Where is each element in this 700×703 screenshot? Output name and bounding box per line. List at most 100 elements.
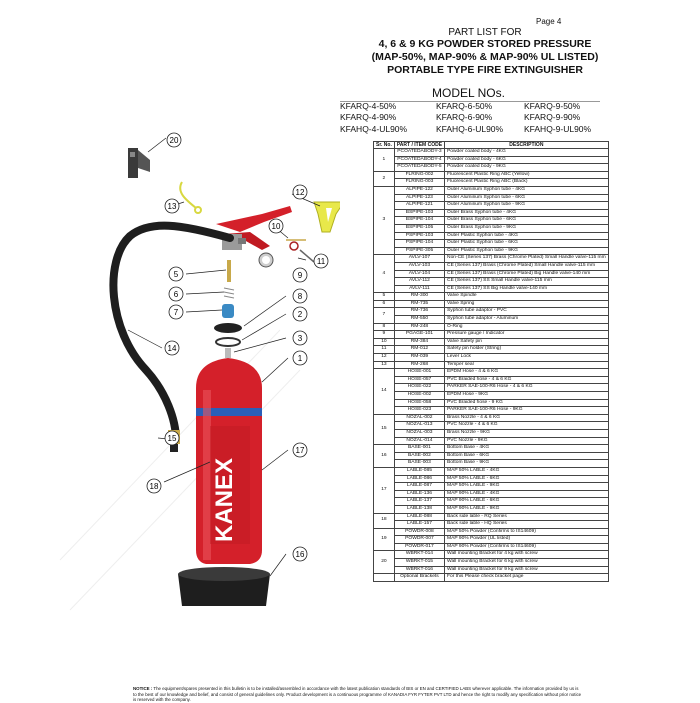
callout-7: 7 bbox=[168, 304, 184, 320]
item-code-cell: NOZAL-014 bbox=[393, 436, 446, 446]
fluorescent-ring-part bbox=[215, 337, 241, 347]
model-number: KFAHQ-6-UL90% bbox=[436, 123, 504, 134]
item-code-cell: LABLE-138 bbox=[393, 504, 446, 514]
description-cell: Outer Plastic Syphon tube - 9KG bbox=[444, 246, 609, 256]
item-code-cell: LABLE-086 bbox=[393, 474, 446, 484]
model-number: KFAHQ-9-UL90% bbox=[524, 123, 592, 134]
svg-text:5: 5 bbox=[174, 270, 179, 279]
page-title: PART LIST FOR 4, 6 & 9 KG POWDER STORED … bbox=[340, 27, 630, 77]
item-code-cell: PSPIPE-104 bbox=[393, 239, 446, 248]
callout-20: 20 bbox=[166, 132, 182, 148]
description-cell: Fluorescent Plastic Ring ABC (Yellow) bbox=[444, 170, 609, 180]
item-code-cell: LABLE-088 bbox=[393, 512, 446, 522]
item-code-cell: RM-550 bbox=[393, 315, 446, 324]
svg-text:17: 17 bbox=[296, 446, 305, 455]
item-code-cell: FLRING-003 bbox=[393, 178, 446, 187]
description-cell: Outer Brass Syphon tube - 6KG bbox=[444, 216, 609, 225]
description-cell: For this Please check bracket page bbox=[444, 573, 609, 582]
table-header-row: Sr. No. PART / ITEM CODE DESCRIPTION bbox=[373, 141, 609, 149]
sr-no-cell: 4 bbox=[373, 254, 395, 294]
description-cell: Brass Nozzle - 9KG bbox=[444, 428, 609, 438]
valve-spring-part bbox=[223, 287, 235, 299]
item-code-cell: NOZAL-013 bbox=[393, 421, 446, 430]
description-cell: MAP 90% LABLE - 4KG bbox=[444, 489, 609, 499]
description-cell: CE (Series 137) SS Big Handle valve-140 … bbox=[444, 284, 609, 294]
item-code-cell: WBRKT-015 bbox=[393, 558, 446, 567]
sr-no-cell: 10 bbox=[373, 337, 395, 347]
model-number: KFAHQ-4-UL90% bbox=[340, 123, 408, 134]
lever-lock-part bbox=[313, 201, 340, 233]
description-cell: MAP 90% Powder (Confirms to IS14609) bbox=[444, 542, 609, 552]
description-cell: Bottom Base - 6KG bbox=[444, 451, 609, 461]
sr-no-cell: 17 bbox=[373, 466, 395, 514]
item-code-cell: RM-736 bbox=[393, 307, 446, 317]
valve-head-part bbox=[216, 206, 292, 250]
item-code-cell: NOZAL-003 bbox=[393, 428, 446, 438]
item-code-cell: WBRKT-016 bbox=[393, 565, 446, 575]
description-cell: Outer Brass Syphon tube - 4KG bbox=[444, 208, 609, 218]
sr-no-cell: 12 bbox=[373, 353, 395, 362]
svg-text:14: 14 bbox=[168, 344, 177, 353]
hose-part bbox=[109, 221, 234, 444]
item-code-cell: HOSE-002 bbox=[393, 391, 446, 400]
callout-6: 6 bbox=[168, 286, 184, 302]
svg-text:7: 7 bbox=[174, 308, 179, 317]
description-cell: Wall mounting Bracket for 6 kg with scre… bbox=[444, 558, 609, 567]
item-code-cell: RM-384 bbox=[393, 337, 446, 347]
description-cell: Fluorescent Plastic Ring ABC (Black) bbox=[444, 178, 609, 187]
description-cell: Valve Spring bbox=[444, 299, 609, 309]
description-cell: Outer Aluminum Syphon tube - 6KG bbox=[444, 193, 609, 203]
sr-no-header: Sr. No. bbox=[373, 141, 395, 149]
description-cell: Outer Aluminum Syphon tube - 9KG bbox=[444, 201, 609, 210]
callout-10: 10 bbox=[268, 218, 284, 234]
description-cell: MAP 50% Powder (Confirms to IS14609) bbox=[444, 527, 609, 537]
o-ring-part bbox=[214, 323, 242, 333]
svg-text:1: 1 bbox=[298, 354, 303, 363]
description-cell: Back side lable - RQ Series bbox=[444, 512, 609, 522]
sr-no-cell: 19 bbox=[373, 527, 395, 552]
callout-1: 1 bbox=[292, 350, 308, 366]
description-cell: PVC Braided hose - 9 KG bbox=[444, 398, 609, 408]
description-cell: Outer Plastic Syphon tube - 6KG bbox=[444, 239, 609, 248]
item-code-cell: POWDR-007 bbox=[393, 535, 446, 544]
sr-no-cell: 1 bbox=[373, 148, 395, 172]
description-cell: Brass Nozzle - 4 & 6 KG bbox=[444, 413, 609, 423]
description-cell: Safety pin holder (String) bbox=[444, 345, 609, 355]
description-cell: Valve Spindle bbox=[444, 292, 609, 301]
item-code-cell: AVLV-107 bbox=[393, 254, 446, 263]
item-code-cell: AVLV-104 bbox=[393, 269, 446, 279]
item-code-cell: BSPIPE-105 bbox=[393, 223, 446, 233]
sr-no-cell: 6 bbox=[373, 299, 395, 309]
callout-11: 11 bbox=[313, 253, 329, 269]
svg-text:9: 9 bbox=[298, 271, 303, 280]
description-cell: PVC Braided hose - 4 & 6 KG bbox=[444, 375, 609, 385]
item-code-cell: PCOATEDABODY-4 bbox=[393, 155, 446, 165]
sr-no-cell: 20 bbox=[373, 550, 395, 575]
svg-text:8: 8 bbox=[298, 292, 303, 301]
